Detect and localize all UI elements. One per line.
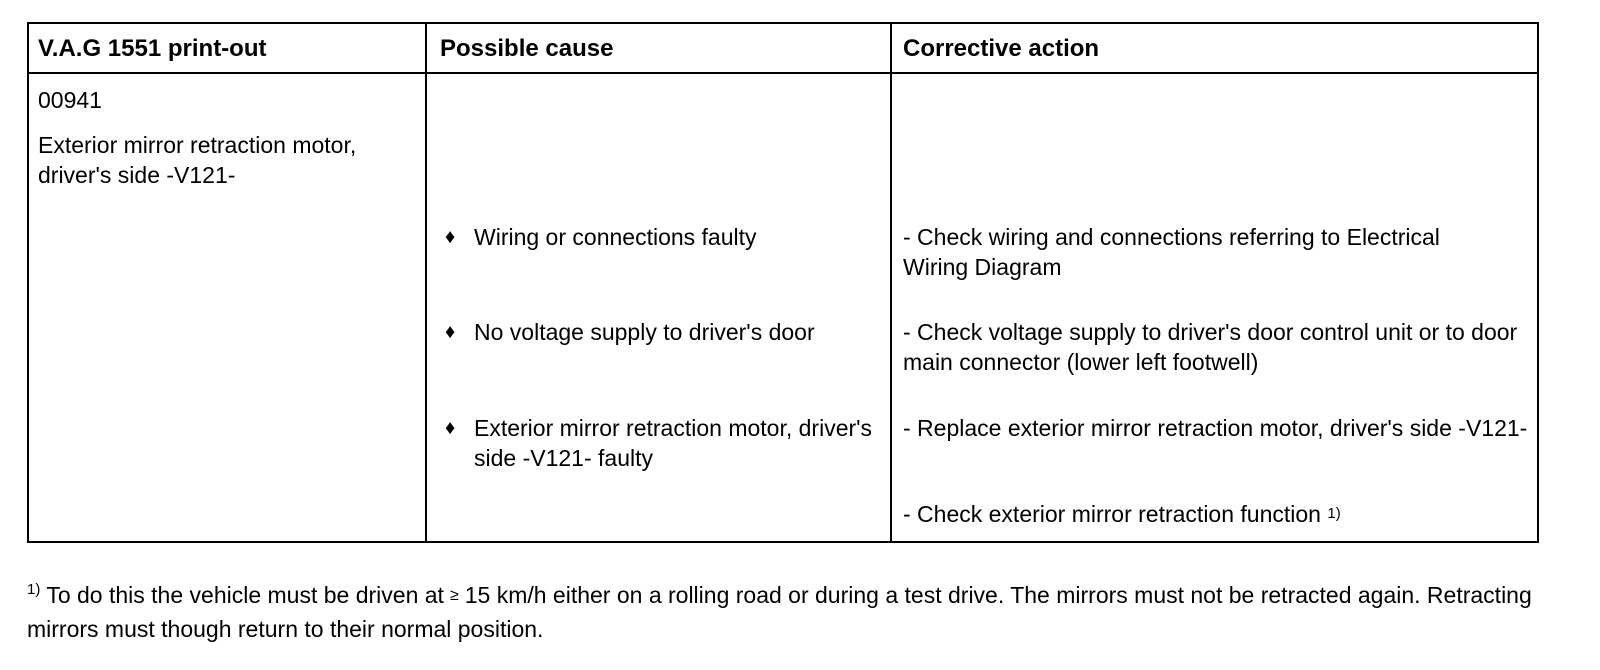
footnote: 1) To do this the vehicle must be driven… (27, 580, 1567, 645)
header-printout: V.A.G 1551 print-out (38, 35, 267, 62)
greater-equal-symbol: ≥ (449, 587, 459, 604)
footnote-text-after: 15 km/h either on a rolling road or duri… (27, 582, 1532, 642)
footnote-marker: 1) (27, 581, 41, 598)
fault-code: 00941 (38, 87, 102, 113)
column-divider-2 (890, 24, 892, 541)
header-corrective-action: Corrective action (903, 35, 1100, 62)
action-text: - Check exterior mirror retraction funct… (903, 501, 1321, 527)
fault-table: V.A.G 1551 print-out Possible cause Corr… (27, 22, 1539, 543)
footnote-reference: 1) (1327, 505, 1341, 522)
action-item: - Check wiring and connections referring… (903, 224, 1440, 280)
column-divider-1 (425, 24, 427, 541)
header-possible-cause: Possible cause (440, 35, 614, 62)
bullet-icon: ♦ (445, 321, 456, 343)
cause-item: Wiring or connections faulty (474, 224, 757, 250)
action-item: - Replace exterior mirror retraction mot… (903, 415, 1528, 441)
bullet-icon: ♦ (445, 226, 456, 248)
bullet-icon: ♦ (445, 417, 456, 439)
component-name: Exterior mirror retraction motor, driver… (38, 132, 357, 188)
action-item: - Check voltage supply to driver's door … (903, 319, 1518, 375)
cause-item: No voltage supply to driver's door (474, 319, 815, 345)
cause-item: Exterior mirror retraction motor, driver… (474, 415, 873, 471)
header-divider (29, 72, 1537, 74)
footnote-text-before: To do this the vehicle must be driven at (46, 582, 444, 608)
action-item: - Check exterior mirror retraction funct… (903, 499, 1533, 529)
